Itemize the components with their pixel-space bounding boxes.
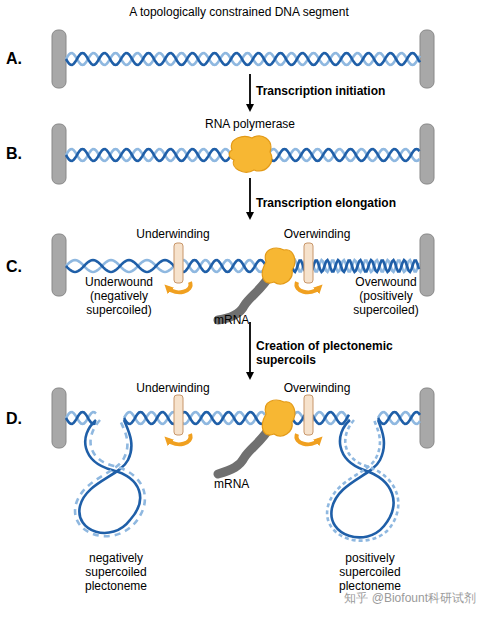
region-label: Underwound (negatively supercoiled) [66, 276, 172, 317]
panel-title: A topologically constrained DNA segment [60, 6, 418, 20]
rna-label: mRNA [214, 314, 264, 328]
panel-letter: A. [6, 50, 36, 68]
panel-letter: C. [6, 258, 36, 276]
plectoneme-label: negatively supercoiled plectoneme [66, 552, 166, 593]
region-label: Overwinding [272, 228, 362, 242]
step-label: Transcription elongation [256, 197, 456, 211]
region-label: Underwinding [128, 228, 218, 242]
region-label: Overwound (positively supercoiled) [336, 276, 436, 317]
panel-letter: B. [6, 145, 36, 163]
region-label: Underwinding [128, 382, 218, 396]
step-label: Creation of plectonemic supercoils [256, 340, 456, 368]
region-label: Overwinding [272, 382, 362, 396]
step-label: Transcription initiation [256, 85, 456, 99]
rna-label: mRNA [214, 478, 264, 492]
plectoneme-label: positively supercoiled plectoneme [320, 552, 420, 593]
watermark: 知乎 @Biofount科研试剂 [300, 592, 476, 606]
enzyme-label: RNA polymerase [190, 118, 310, 132]
panel-letter: D. [6, 410, 36, 428]
